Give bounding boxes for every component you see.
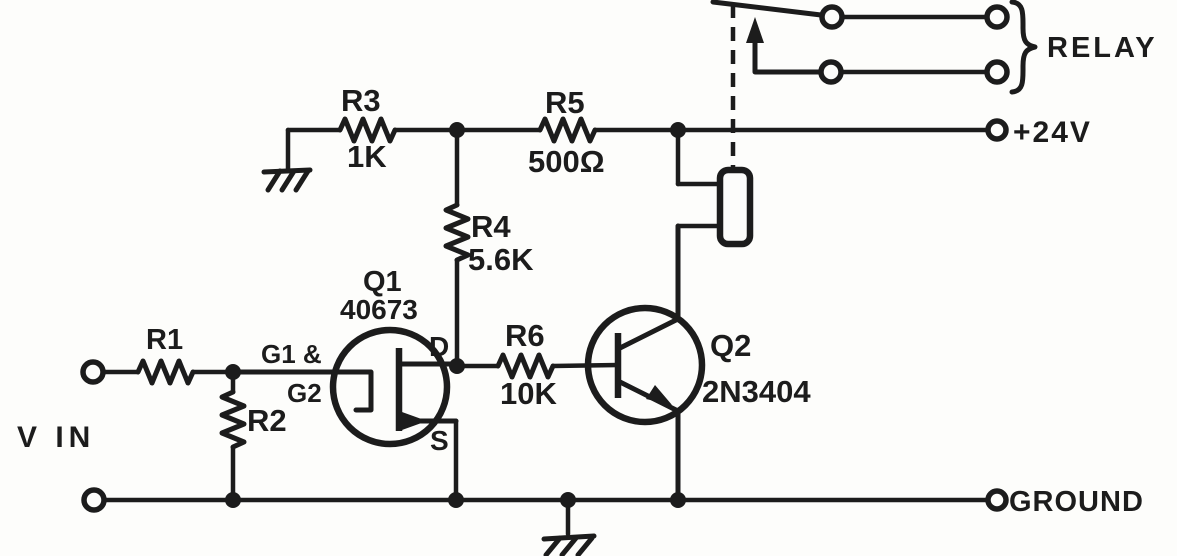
relay-contact-terminal [984,4,1010,30]
label-ground: GROUND [1009,486,1144,518]
label-vin: V IN [17,421,95,454]
resistor-zigzag [337,116,398,144]
label-relay: RELAY [1047,32,1158,64]
q1-pin-s: S [430,425,449,456]
junction-dot [448,492,464,508]
q1-body [329,326,451,448]
q1-pin-g2: G2 [287,378,322,408]
relay-coil [670,4,754,248]
junction-dot [225,492,241,508]
resistor-r4: R4 5.6K [443,127,534,369]
chassis-hatch [279,168,297,193]
r6-value: 10K [500,376,557,411]
r4-ref: R4 [471,209,511,244]
junction-dot [449,122,465,138]
q2-emitter-lead [615,378,681,503]
q1-source-arrow [402,412,427,430]
q2-body [584,304,706,426]
relay-contacts: RELAY [710,0,1158,95]
junction-dot [560,492,576,508]
q2-transistor: Q2 2N3404 [584,223,811,503]
q2-collector-lead [615,223,681,352]
input-section: R1 V IN [17,324,236,513]
junction-dots [225,122,686,508]
r5-ref: R5 [545,85,585,120]
r5-value: 500Ω [528,144,605,179]
q1-ref: Q1 [363,266,402,298]
chassis-hatch [543,535,563,556]
chassis-bar [541,533,597,542]
q1-pin-d: D [429,331,449,362]
junction-dot [670,492,686,508]
r2-ref: R2 [247,403,287,438]
chassis-hatch [265,168,283,193]
resistor-zigzag [219,389,247,450]
relay-contact-terminal [819,4,845,30]
relay-actuator-arrow [746,17,764,43]
chassis-hatch [293,168,311,193]
relay-armature [710,0,824,18]
q2-emitter-arrow [646,385,672,405]
r3-value: 1K [347,139,387,174]
q1-gate-lead [230,369,374,413]
relay-coil-body [716,166,754,248]
relay-contact-terminal [984,59,1010,85]
resistor-zigzag [443,202,471,263]
chassis-bar [261,167,313,175]
resistor-r6: R6 10K [454,318,621,411]
q1-mosfet: Q1 40673 G1 & G2 D S [230,266,460,503]
terminal-24v [985,118,1009,142]
q1-pin-g1: G1 & [261,339,322,369]
relay-brace [1009,0,1038,95]
q2-part: 2N3404 [702,374,811,409]
junction-dot [225,364,241,380]
r6-ref: R6 [505,318,545,353]
terminal-ground [985,488,1009,512]
rail-ground: GROUND [101,486,1144,556]
resistor-zigzag [537,116,598,144]
relay-contact-terminal [818,59,844,85]
terminal-vin-bottom [81,487,107,513]
resistor-r3: R3 1K [337,83,398,174]
terminal-vin-top [80,359,106,385]
relay-actuator [752,31,824,75]
chassis-hatch [559,535,579,556]
q1-part: 40673 [340,294,418,325]
resistor-r2: R2 [219,369,287,503]
rail-24v: +24V [285,116,1092,149]
q2-ref: Q2 [710,328,751,363]
chassis-hatch [575,535,595,556]
resistor-zigzag [495,352,556,380]
junction-dot [449,358,465,374]
label-24v: +24V [1013,116,1092,149]
r1-ref: R1 [146,324,183,356]
resistor-zigzag [135,358,196,386]
r3-ref: R3 [341,83,381,118]
r4-value: 5.6K [468,242,534,277]
ground-symbol-left [261,127,313,193]
resistor-r5: R5 500Ω [528,85,605,179]
